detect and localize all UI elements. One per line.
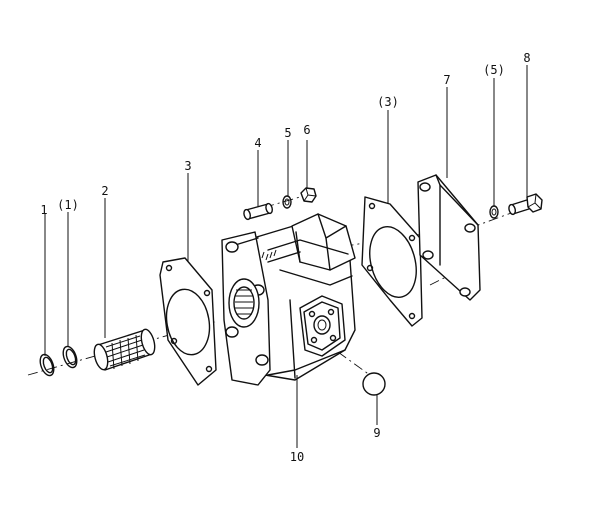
pump-body	[221, 213, 356, 386]
snap-ring-1	[39, 353, 55, 377]
label-part-9: 9	[373, 426, 380, 440]
plug-cover	[362, 372, 386, 396]
label-part-3: 3	[184, 159, 191, 173]
label-part-1: 1	[40, 203, 47, 217]
label-part-5b: (5)	[483, 63, 505, 77]
label-part-5: 5	[284, 126, 291, 140]
label-part-7: 7	[443, 73, 450, 87]
label-part-8: 8	[523, 51, 530, 65]
part-labels: 1 (1) 2 3 4 5 6 (3) 7 (5) 8 9 10	[40, 51, 530, 464]
label-part-3b: (3)	[377, 95, 399, 109]
label-part-1b: (1)	[57, 198, 79, 212]
label-part-6: 6	[303, 123, 310, 137]
splined-coupling	[93, 328, 156, 371]
o-ring-5	[282, 195, 292, 209]
end-cover	[417, 174, 481, 301]
hex-nut	[300, 187, 317, 203]
bolt	[508, 193, 543, 216]
leader-lines	[44, 65, 528, 448]
label-part-4: 4	[254, 136, 261, 150]
gasket-rear	[361, 196, 423, 327]
o-ring-5b	[489, 205, 499, 219]
dowel-pin	[243, 202, 274, 221]
gasket-front	[159, 257, 217, 386]
label-part-2: 2	[101, 184, 108, 198]
label-part-10: 10	[290, 450, 304, 464]
snap-ring-1b	[62, 345, 78, 369]
